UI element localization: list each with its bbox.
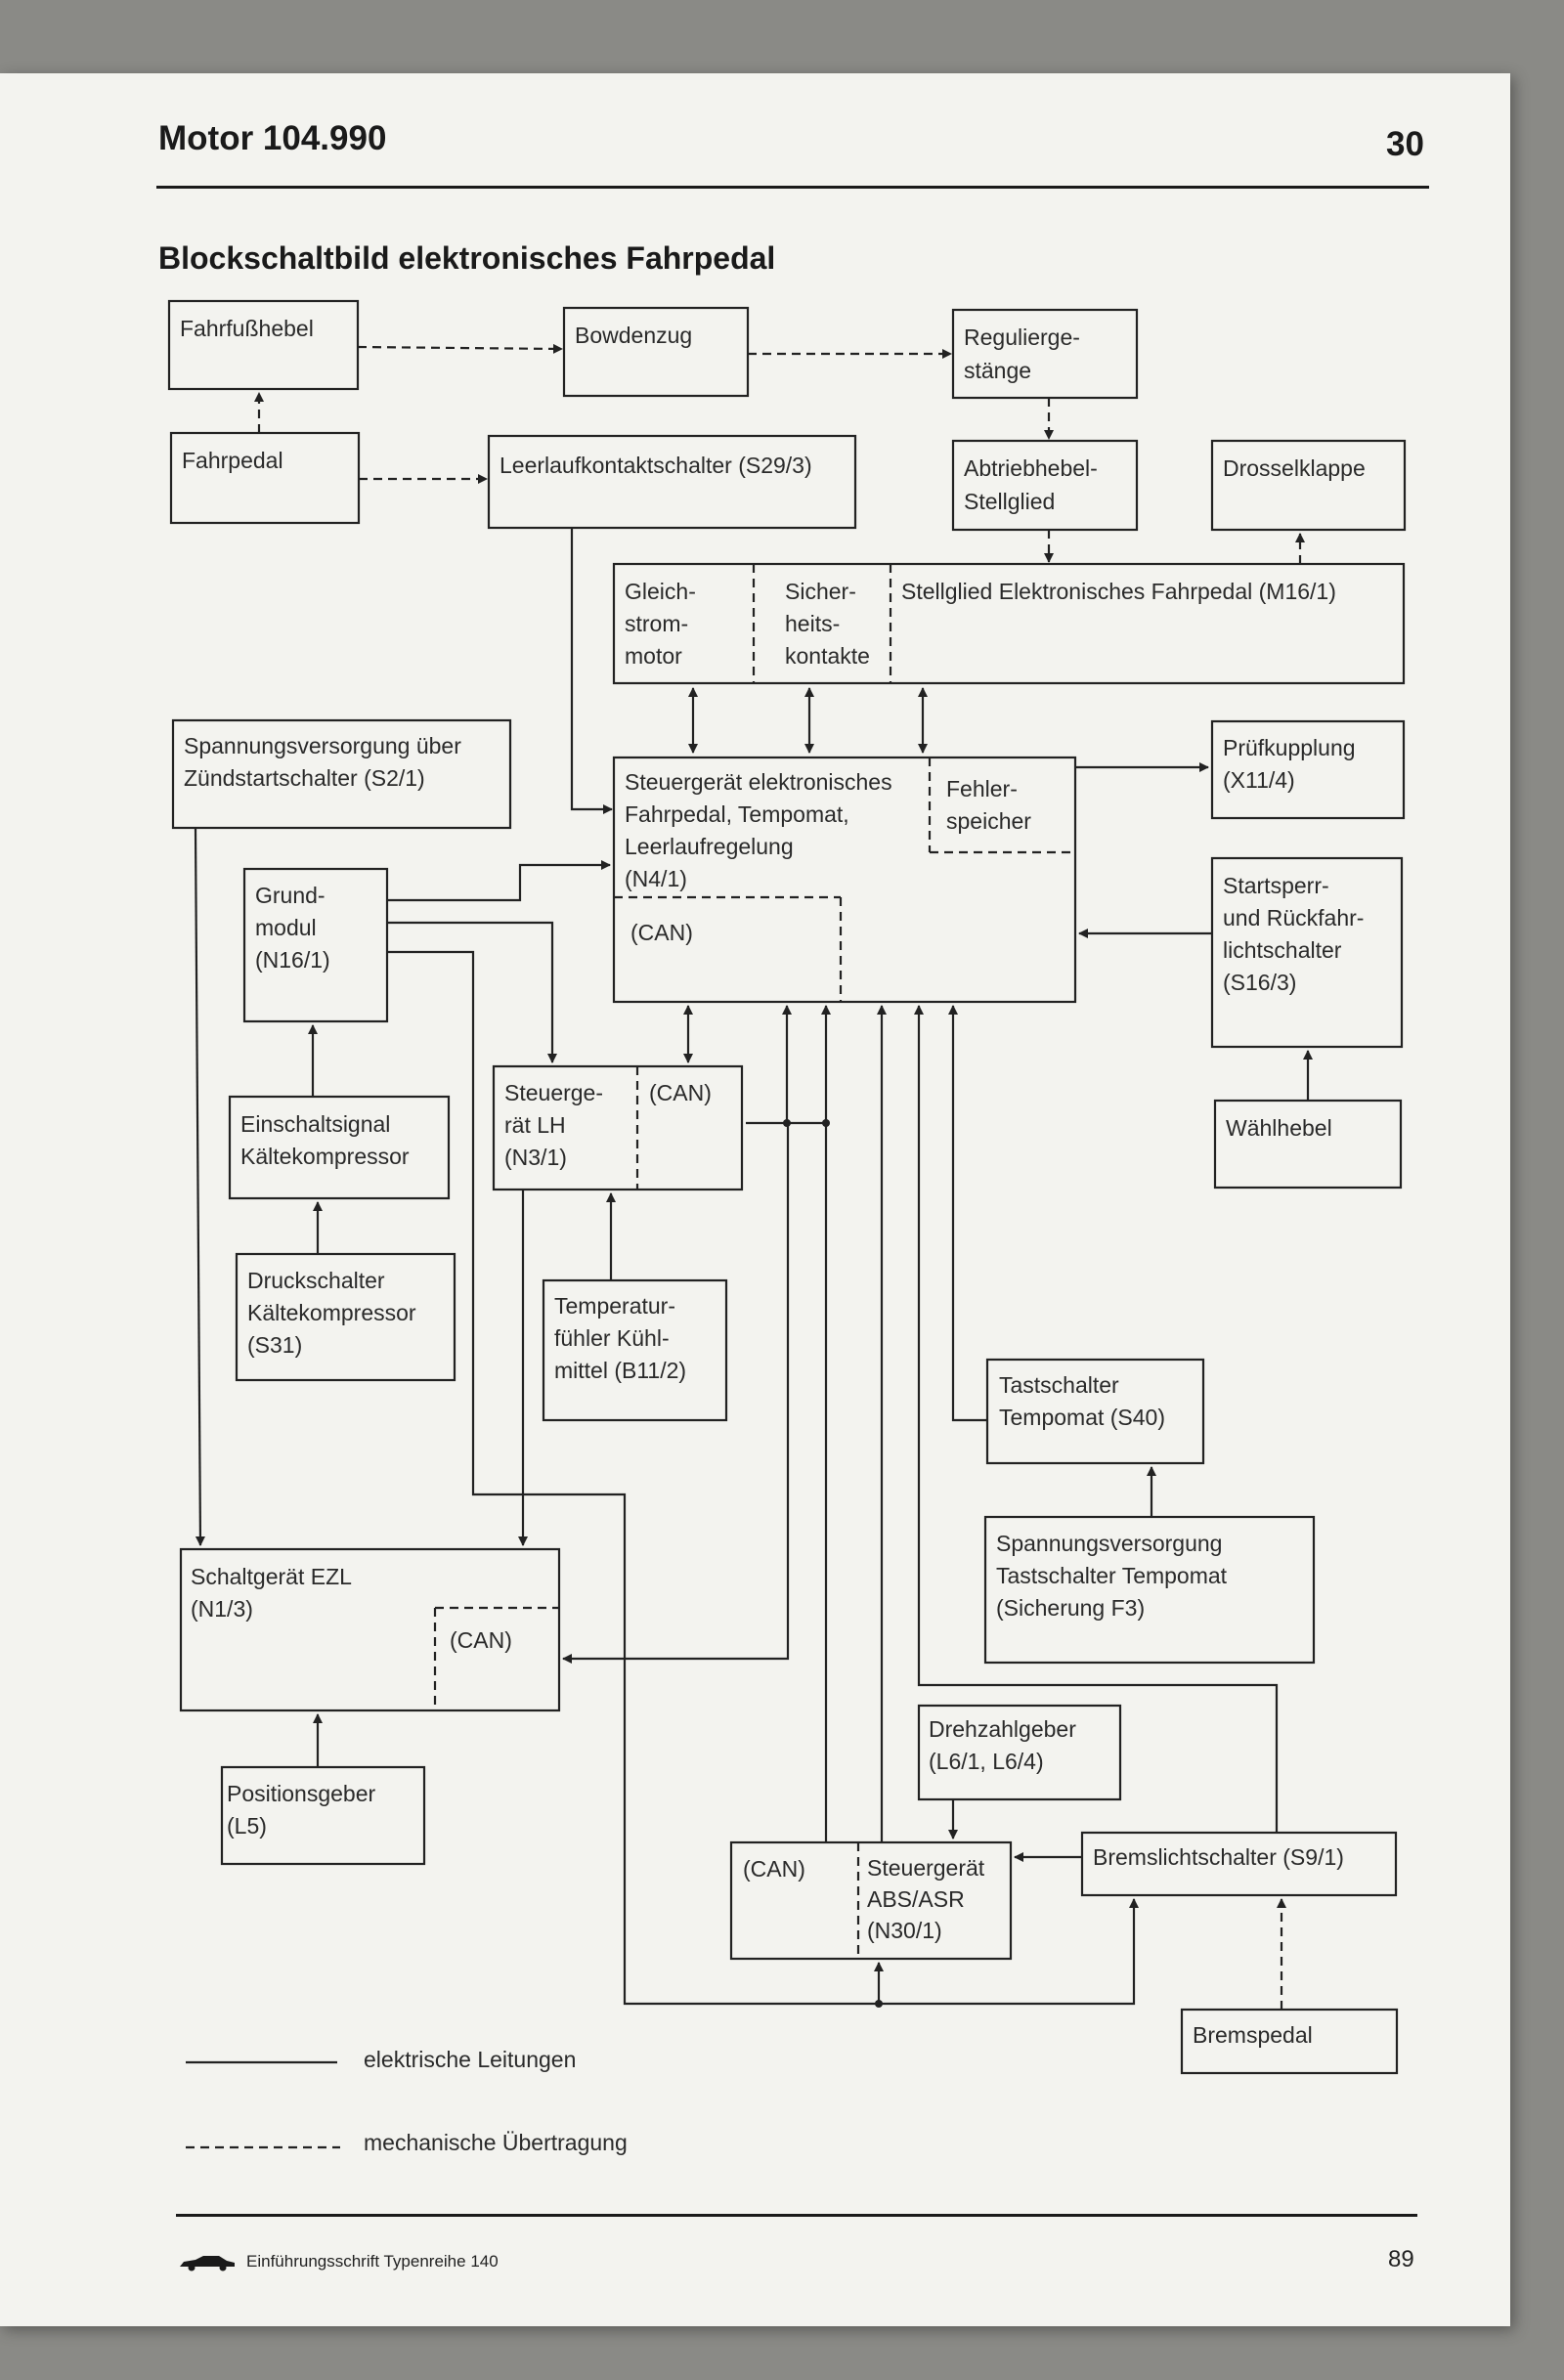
svg-text:(CAN): (CAN) <box>649 1080 712 1105</box>
footer-rule <box>176 2214 1417 2217</box>
car-logo-icon <box>180 2256 235 2272</box>
box-abtriebhebel: Abtriebhebel-Stellglied <box>951 439 1139 532</box>
box-bowdenzug: Bowdenzug <box>562 306 750 398</box>
svg-text:Bremslichtschalter (S9/1): Bremslichtschalter (S9/1) <box>1093 1844 1344 1870</box>
svg-text:Drehzahlgeber(L6/1, L6/4): Drehzahlgeber(L6/1, L6/4) <box>929 1716 1076 1774</box>
svg-text:Prüfkupplung(X11/4): Prüfkupplung(X11/4) <box>1223 735 1356 793</box>
svg-text:Drosselklappe: Drosselklappe <box>1223 455 1366 481</box>
box-bremslichtschalter: Bremslichtschalter (S9/1) <box>1080 1831 1398 1897</box>
svg-text:Leerlaufkontaktschalter (S29/3: Leerlaufkontaktschalter (S29/3) <box>500 453 812 478</box>
box-grundmodul: Grund-modul(N16/1) <box>242 867 389 1023</box>
manual-page <box>0 73 1510 2326</box>
box-fahrfusshebel: Fahrfußhebel <box>167 299 360 391</box>
svg-text:Temperatur-fühler Kühl-mittel: Temperatur-fühler Kühl-mittel (B11/2) <box>554 1293 686 1383</box>
box-bremspedal: Bremspedal <box>1180 2008 1399 2075</box>
svg-text:Startsperr-und Rückfahr-lichts: Startsperr-und Rückfahr-lichtschalter(S1… <box>1223 873 1364 995</box>
page-header-title: Motor 104.990 <box>158 119 387 157</box>
svg-text:Fahrpedal: Fahrpedal <box>182 448 283 473</box>
legend-mechanical-label: mechanische Übertragung <box>364 2130 628 2155</box>
svg-text:(CAN): (CAN) <box>743 1856 805 1882</box>
svg-text:Wählhebel: Wählhebel <box>1226 1115 1332 1141</box>
label-fahrfusshebel: Fahrfußhebel <box>180 316 314 341</box>
box-steuergeraet-lh: Steuerge-rät LH(N3/1) (CAN) <box>492 1064 744 1191</box>
footer-page-number: 89 <box>1388 2246 1414 2272</box>
svg-text:Gleich-strom-motor: Gleich-strom-motor <box>625 579 696 669</box>
box-leerlaufkontaktschalter: Leerlaufkontaktschalter (S29/3) <box>487 434 857 530</box>
box-reguliergestaenge: Regulierge-stänge <box>951 308 1139 400</box>
box-drehzahlgeber: Drehzahlgeber(L6/1, L6/4) <box>917 1704 1122 1801</box>
box-positionsgeber: Positionsgeber(L5) <box>220 1765 426 1866</box>
svg-text:(CAN): (CAN) <box>630 920 693 945</box>
svg-text:Stellglied Elektronisches Fahr: Stellglied Elektronisches Fahrpedal (M16… <box>901 579 1336 604</box>
svg-text:Bowdenzug: Bowdenzug <box>575 323 692 348</box>
section-title: Blockschaltbild elektronisches Fahrpedal <box>158 240 776 276</box>
svg-text:(CAN): (CAN) <box>450 1627 512 1653</box>
svg-text:Sicher-heits-kontakte: Sicher-heits-kontakte <box>785 579 870 669</box>
svg-text:Schaltgerät EZL(N1/3): Schaltgerät EZL(N1/3) <box>191 1564 352 1622</box>
svg-text:Abtriebhebel-Stellglied: Abtriebhebel-Stellglied <box>964 455 1098 514</box>
legend: elektrische Leitungen mechanische Übertr… <box>186 2047 628 2155</box>
svg-text:Bremspedal: Bremspedal <box>1193 2022 1313 2048</box>
box-stellglied-efp: Gleich-strom-motor Sicher-heits-kontakte… <box>612 562 1406 685</box>
box-startsperr: Startsperr-und Rückfahr-lichtschalter(S1… <box>1210 856 1404 1049</box>
footer-text: Einführungsschrift Typenreihe 140 <box>246 2252 499 2271</box>
mechanical-connections <box>254 343 1305 2010</box>
svg-text:Fehler-speicher: Fehler-speicher <box>946 776 1031 834</box>
box-temperaturfuehler: Temperatur-fühler Kühl-mittel (B11/2) <box>542 1278 728 1422</box>
legend-electrical-label: elektrische Leitungen <box>364 2047 576 2072</box>
svg-text:Regulierge-stänge: Regulierge-stänge <box>964 325 1080 383</box>
svg-text:Steuerge-rät LH(N3/1): Steuerge-rät LH(N3/1) <box>504 1080 603 1170</box>
box-pruefkupplung: Prüfkupplung(X11/4) <box>1210 719 1406 820</box>
page-header-number: 30 <box>1386 125 1424 163</box>
box-drosselklappe: Drosselklappe <box>1210 439 1407 532</box>
svg-text:Grund-modul(N16/1): Grund-modul(N16/1) <box>255 883 330 973</box>
box-schaltgeraet-ezl: Schaltgerät EZL(N1/3) (CAN) <box>179 1547 561 1712</box>
box-waehlhebel: Wählhebel <box>1213 1099 1403 1190</box>
electrical-connections <box>194 528 1313 2008</box>
svg-text:Positionsgeber(L5): Positionsgeber(L5) <box>227 1781 375 1839</box>
header-rule <box>156 186 1429 189</box>
box-fahrpedal: Fahrpedal <box>169 431 361 525</box>
